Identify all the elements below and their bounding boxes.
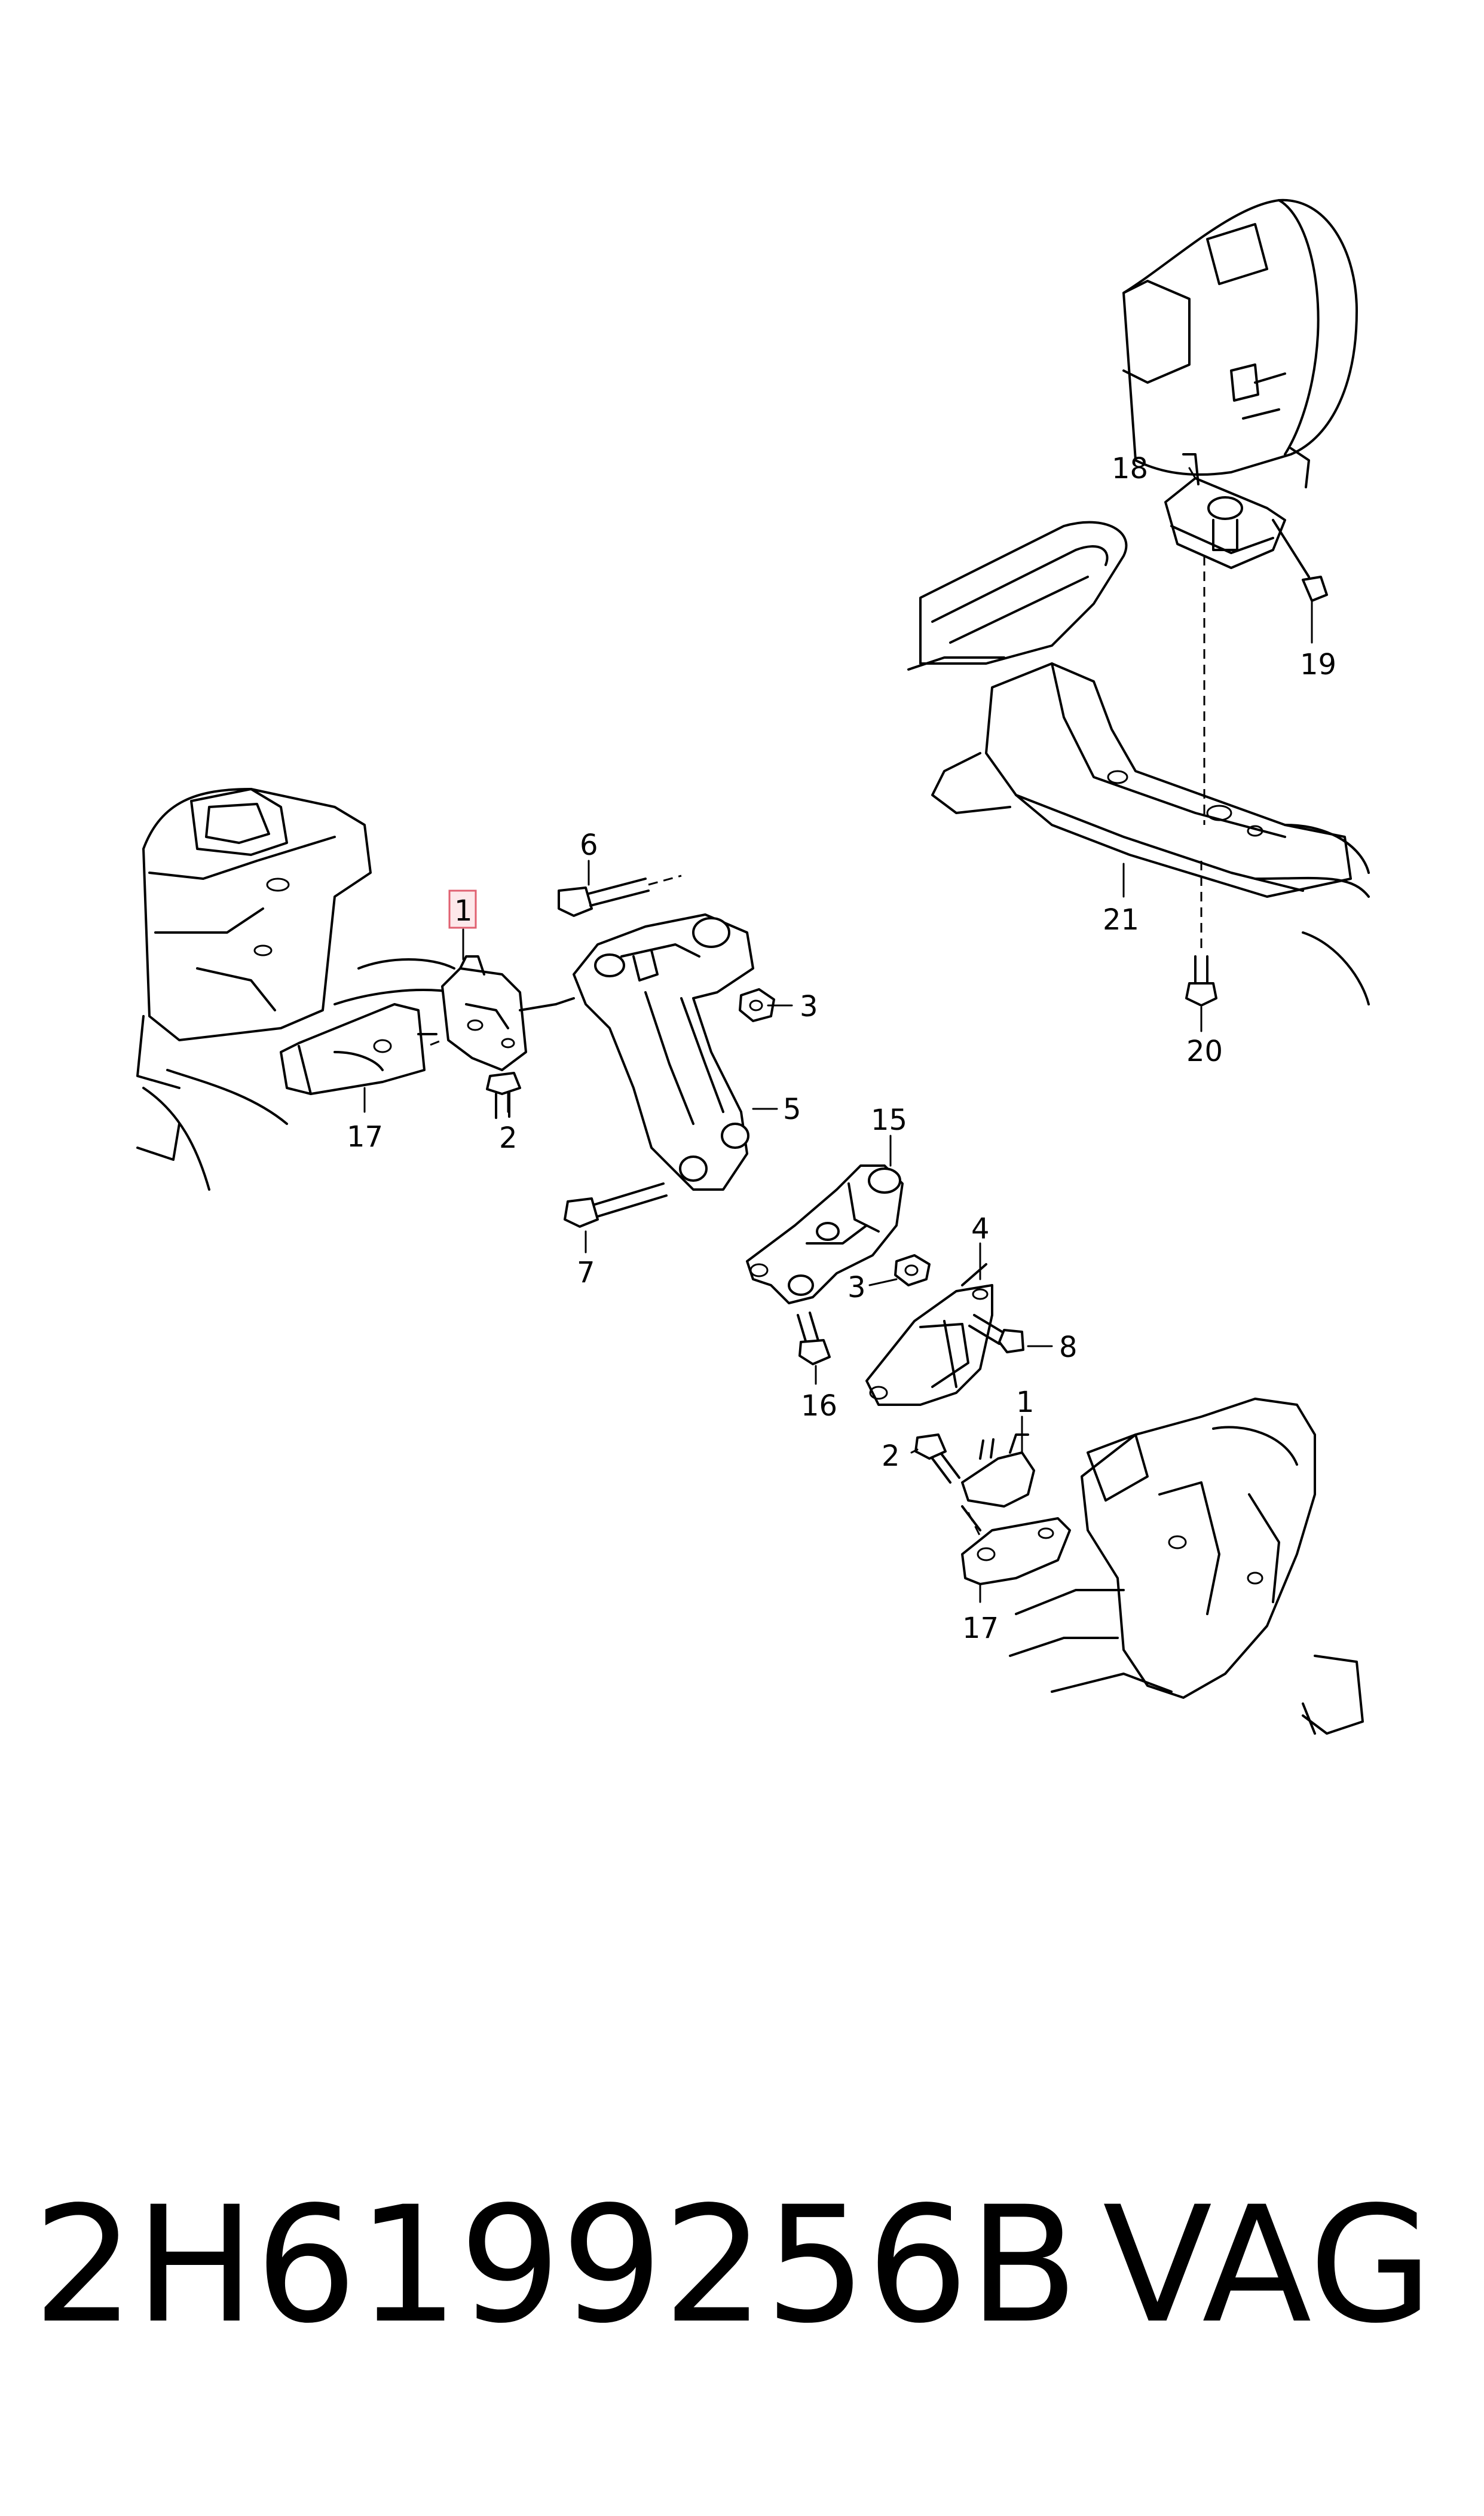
callout-19[interactable]: 19 [1300, 648, 1336, 681]
callout-20[interactable]: 20 [1186, 1035, 1223, 1068]
bolt-20-drawing [1185, 861, 1217, 1007]
callout-2-lower[interactable]: 2 [882, 1439, 900, 1473]
bolt-2-lower-drawing [914, 1433, 960, 1484]
callout-3-upper[interactable]: 3 [800, 990, 818, 1023]
callout-2-left[interactable]: 2 [499, 1121, 518, 1155]
callout-1-highlighted[interactable]: 1 [454, 894, 473, 928]
bracket-18-drawing [1164, 453, 1286, 569]
callout-17-lower[interactable]: 17 [962, 1612, 999, 1645]
nut-3-upper-drawing [739, 988, 775, 1022]
bolt-19-drawing [1272, 519, 1328, 602]
subframe-crossmember-drawing [907, 521, 1370, 1005]
callout-5[interactable]: 5 [783, 1093, 801, 1126]
callout-16[interactable]: 16 [801, 1389, 837, 1423]
callout-1-lower[interactable]: 1 [1016, 1386, 1035, 1419]
leader-lines [363, 467, 1313, 1603]
mount-4-drawing [865, 1263, 993, 1406]
bolt-16-drawing [797, 1312, 831, 1365]
callout-4[interactable]: 4 [971, 1212, 990, 1246]
callout-21[interactable]: 21 [1103, 903, 1139, 937]
callout-8[interactable]: 8 [1059, 1331, 1078, 1364]
bracket-17-lower-drawing [961, 1505, 1071, 1585]
bolt-8-drawing [968, 1314, 1024, 1353]
callout-6[interactable]: 6 [580, 829, 598, 862]
bolt-7-drawing [564, 1182, 668, 1228]
callout-3-lower[interactable]: 3 [847, 1271, 866, 1304]
bolt-6-drawing [558, 875, 682, 917]
lower-chassis-structure-drawing [1009, 1398, 1364, 1735]
mount-1-lower-drawing [961, 1433, 1035, 1508]
mount-1-left-drawing [441, 955, 557, 1071]
bolt-2-left-drawing [486, 1072, 521, 1119]
callout-1-highlight-box [448, 889, 477, 929]
bracket-15-drawing [746, 1164, 904, 1304]
callout-17-left[interactable]: 17 [347, 1120, 383, 1154]
bracket-17-left-drawing [280, 1003, 437, 1095]
nut-3-lower-drawing [894, 1254, 931, 1286]
bracket-5-drawing [555, 913, 754, 1191]
brand-caption: VAG [1103, 2172, 1433, 2359]
part-number-caption: 2H6199256B [33, 2172, 1079, 2359]
engine-side-structure-drawing [136, 788, 455, 1191]
callout-15[interactable]: 15 [871, 1103, 907, 1137]
callout-7[interactable]: 7 [577, 1256, 595, 1289]
gearbox-housing-drawing [1122, 198, 1358, 488]
callout-18[interactable]: 18 [1112, 452, 1148, 485]
